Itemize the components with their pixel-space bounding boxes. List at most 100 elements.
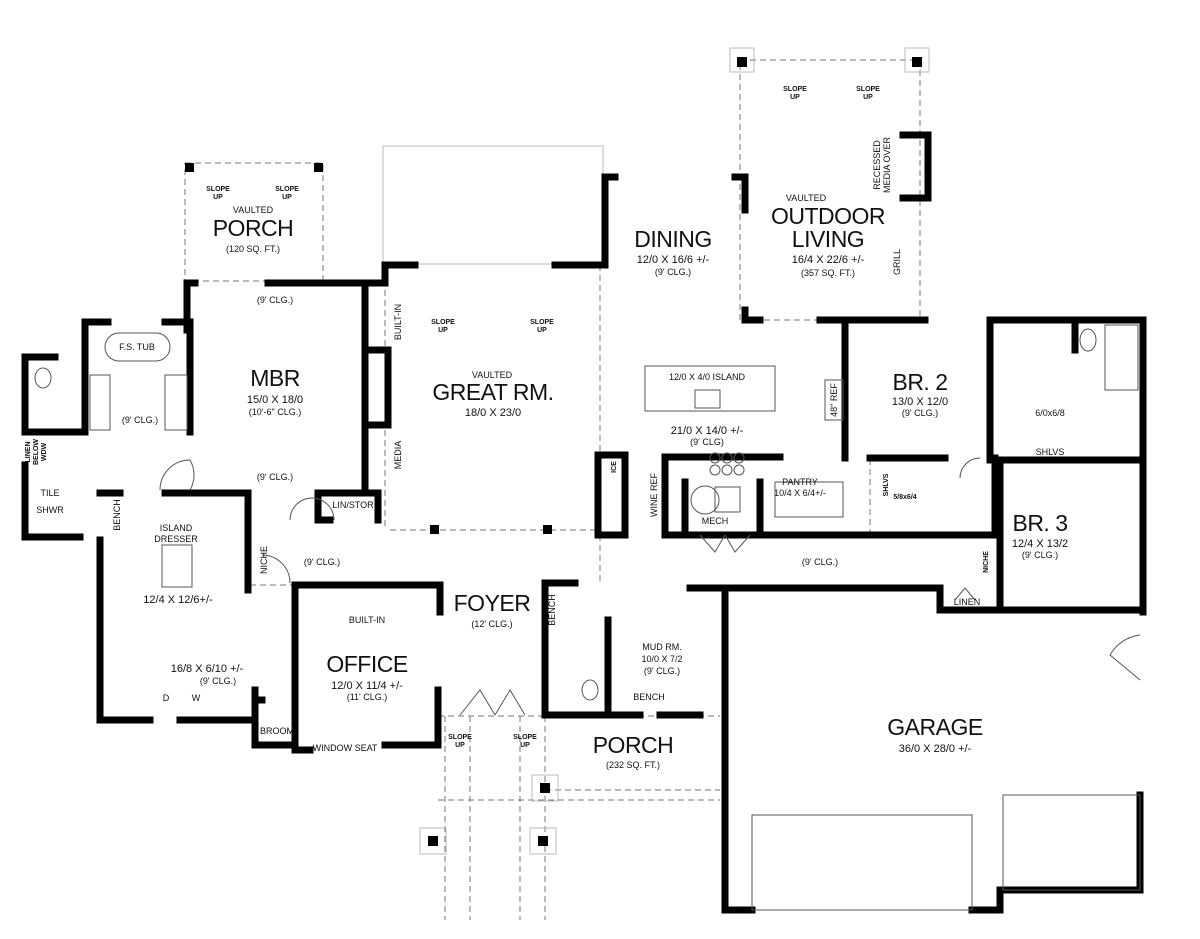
- shelves-label: SHLVS: [883, 473, 890, 496]
- hall-right-labels: (9' CLG.) NICHE LINEN: [802, 551, 990, 607]
- mech-label: MECH: [702, 516, 729, 526]
- room-dims: 16/8 X 6/10 +/-: [171, 663, 244, 675]
- outdoor-living-labels: SLOPE UP SLOPE UP RECESSED MEDIA OVER VA…: [771, 86, 902, 278]
- ceiling-label: (9' CLG.): [644, 666, 680, 676]
- washer-label: W: [192, 693, 201, 703]
- linen-label: LINEN: [25, 442, 32, 463]
- shower-label: TILE: [40, 488, 59, 498]
- ceiling-label: (9' CLG.): [122, 415, 158, 425]
- room-name-garage: GARAGE: [887, 714, 983, 740]
- media-label: RECESSED: [872, 140, 882, 190]
- slope-label: SLOPE: [856, 86, 880, 93]
- built-in-label: BUILT-IN: [393, 304, 403, 340]
- porch-area: (120 SQ. FT.): [226, 244, 280, 254]
- mbr-labels: (9' CLG.) MBR 15/0 X 18/0 (10'-6" CLG.) …: [247, 295, 303, 482]
- kitchen-labels: 12/0 X 4/0 ISLAND 21/0 X 14/0 +/- (9' CL…: [611, 372, 839, 526]
- dining-labels: DINING 12/0 X 16/6 +/- (9' CLG.): [634, 226, 712, 277]
- closet-dims: 5/8x6/4: [893, 494, 916, 501]
- porch-outlines: [184, 59, 1140, 920]
- ceiling-label: (9' CLG.): [655, 267, 691, 277]
- room-dims: 18/0 X 23/0: [465, 407, 521, 419]
- office-labels: BUILT-IN OFFICE 12/0 X 11/4 +/- (11' CLG…: [313, 615, 409, 753]
- ceiling-label: (9' CLG.): [902, 408, 938, 418]
- room-name-foyer: FOYER: [454, 590, 531, 616]
- slope-up-label: UP: [790, 94, 800, 101]
- ceiling-label: (9' CLG): [690, 437, 724, 447]
- room-dims: 16/4 X 22/6 +/-: [792, 254, 865, 266]
- slope-up-label: UP: [213, 194, 223, 201]
- window-seat-label: WINDOW SEAT: [313, 743, 378, 753]
- pantry-dims: 10/4 X 6/4+/-: [774, 488, 826, 498]
- shower-label: SHWR: [36, 505, 64, 515]
- bench-label: BENCH: [633, 692, 665, 702]
- room-dims: 12/0 X 16/6 +/-: [637, 254, 710, 266]
- ceiling-label: (9' CLG.): [1022, 550, 1058, 560]
- room-dims: 21/0 X 14/0 +/-: [671, 425, 744, 437]
- tub-label: F.S. TUB: [119, 342, 155, 352]
- room-name-br3: BR. 3: [1012, 510, 1067, 536]
- lin-stor-label: LIN/STOR: [332, 500, 374, 510]
- slope-up-label: UP: [537, 327, 547, 334]
- media-label: MEDIA OVER: [882, 136, 892, 193]
- room-name-mbr: MBR: [250, 365, 300, 391]
- br2-labels: BR. 2 13/0 X 12/0 (9' CLG.) SHLVS 5/8x6/…: [883, 369, 1065, 501]
- master-bath-labels: F.S. TUB (9' CLG.) LINEN BELOW WDW TILE …: [25, 342, 158, 515]
- ceiling-label: (9' CLG.): [304, 557, 340, 567]
- rear-porch-labels: SLOPE UP SLOPE UP VAULTED PORCH (120 SQ.…: [206, 186, 299, 254]
- island-label: ISLAND: [160, 523, 193, 533]
- hall-left-labels: NICHE (9' CLG.) LIN/STOR: [259, 500, 374, 574]
- foyer-labels: FOYER (12' CLG.) BENCH: [454, 590, 557, 629]
- room-dims: 12/4 X 13/2: [1012, 538, 1068, 550]
- room-name-great-room: GREAT RM.: [432, 379, 553, 405]
- room-dims: 12/0 X 11/4 +/-: [331, 680, 403, 692]
- slope-up-label: UP: [438, 327, 448, 334]
- room-dims: 12/4 X 12/6+/-: [143, 594, 213, 606]
- exterior-walls: [21, 173, 1147, 914]
- porch-area: (232 SQ. FT.): [606, 760, 660, 770]
- room-name-porch: PORCH: [593, 732, 674, 758]
- bench-label: BENCH: [547, 594, 557, 626]
- fixtures: [34, 324, 1141, 911]
- closet-dims: 6/0x6/8: [1035, 408, 1065, 418]
- slope-label: SLOPE: [206, 186, 230, 193]
- ceiling-label: (9' CLG.): [257, 472, 293, 482]
- room-name-living: LIVING: [792, 226, 864, 252]
- slope-label: SLOPE: [530, 319, 554, 326]
- slope-up-label: UP: [520, 742, 530, 749]
- closet-labels: BENCH ISLAND DRESSER 12/4 X 12/6+/-: [112, 499, 213, 606]
- br3-labels: BR. 3 12/4 X 13/2 (9' CLG.): [1012, 510, 1068, 560]
- room-name-mud-room: MUD RM.: [642, 642, 682, 652]
- linen-label: LINEN: [954, 597, 981, 607]
- slope-up-label: UP: [863, 94, 873, 101]
- room-dims: 13/0 X 12/0: [892, 396, 948, 408]
- mud-room-labels: MUD RM. 10/0 X 7/2 (9' CLG.) BENCH: [633, 642, 682, 702]
- broom-label: BROOM: [260, 726, 294, 736]
- room-name-outdoor: OUTDOOR: [771, 203, 885, 229]
- room-dims: 15/0 X 18/0: [247, 394, 303, 406]
- slope-up-label: UP: [455, 742, 465, 749]
- linen-label: BELOW: [33, 439, 40, 465]
- room-dims: 10/0 X 7/2: [641, 654, 682, 664]
- vaulted-label: VAULTED: [233, 205, 274, 215]
- room-dims: 36/0 X 28/0 +/-: [899, 743, 972, 755]
- ceiling-label: (9' CLG.): [200, 676, 236, 686]
- media-wall: [899, 131, 932, 202]
- ice-label: ICE: [611, 461, 618, 473]
- fireplace: [364, 346, 392, 429]
- grill-label: GRILL: [892, 249, 902, 275]
- ceiling-label: (10'-6" CLG.): [249, 407, 301, 417]
- slope-label: SLOPE: [431, 319, 455, 326]
- front-porch-labels: SLOPE UP SLOPE UP PORCH (232 SQ. FT.): [448, 732, 674, 770]
- outdoor-area: (357 SQ. FT.): [801, 268, 855, 278]
- slope-label: SLOPE: [783, 86, 807, 93]
- wine-ref-label: WINE REF: [649, 472, 659, 517]
- ceiling-label: (11' CLG.): [347, 692, 388, 702]
- slope-label: SLOPE: [275, 186, 299, 193]
- ceiling-label: (12' CLG.): [471, 619, 512, 629]
- laundry-labels: 16/8 X 6/10 +/- (9' CLG.) D W BROOM: [163, 663, 294, 736]
- room-name-br2: BR. 2: [892, 369, 947, 395]
- slope-label: SLOPE: [448, 734, 472, 741]
- vaulted-label: VAULTED: [472, 370, 513, 380]
- room-name-porch: PORCH: [213, 215, 294, 241]
